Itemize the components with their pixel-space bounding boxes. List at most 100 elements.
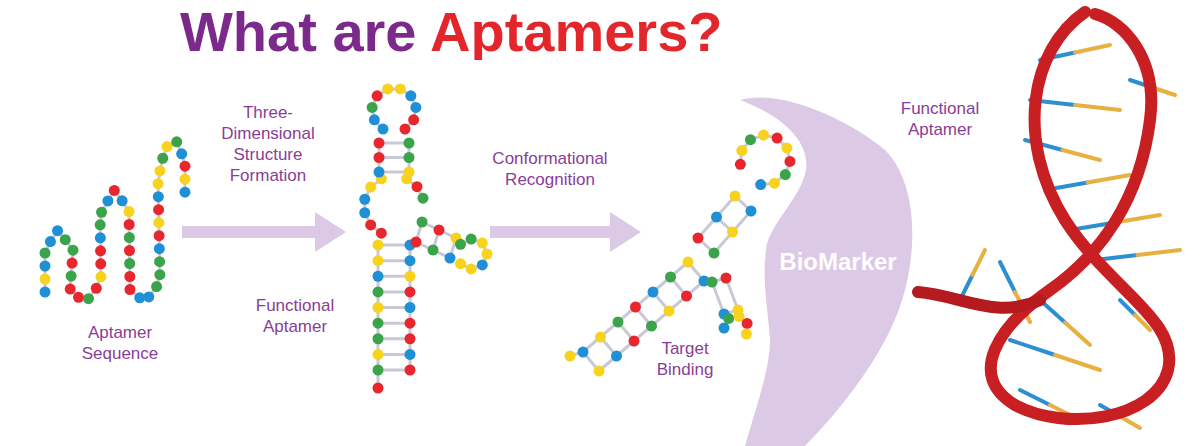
- nucleotide-bead: [95, 232, 106, 243]
- base-stick: [1000, 262, 1015, 292]
- nucleotide-bead: [445, 253, 456, 264]
- nucleotide-bead: [769, 178, 780, 189]
- step-label-box: Aptamer Sequence: [70, 322, 170, 364]
- base-stick: [1088, 175, 1131, 183]
- nucleotide-bead: [408, 114, 419, 125]
- base-stick: [1075, 45, 1110, 53]
- nucleotide-bead: [428, 245, 439, 256]
- nucleotide-bead: [736, 145, 747, 156]
- nucleotide-bead: [157, 153, 168, 164]
- nucleotide-bead: [66, 271, 77, 282]
- nucleotide-bead: [124, 206, 135, 217]
- nucleotide-bead: [95, 258, 106, 269]
- nucleotide-bead: [594, 366, 605, 377]
- nucleotide-bead: [40, 248, 51, 259]
- base-stick: [1010, 340, 1055, 355]
- nucleotide-bead: [40, 261, 51, 272]
- nucleotide-bead: [755, 179, 766, 190]
- nucleotide-bead: [382, 83, 393, 94]
- step-label-box: Functional Aptamer: [245, 295, 345, 337]
- nucleotide-bead: [373, 302, 384, 313]
- nucleotide-bead: [171, 136, 182, 147]
- nucleotide-bead: [154, 165, 165, 176]
- base-stick: [1120, 417, 1140, 429]
- nucleotide-bead: [373, 240, 384, 251]
- nucleotide-bead: [742, 318, 753, 329]
- nucleotide-bead: [730, 191, 741, 202]
- nucleotide-bead: [711, 212, 722, 223]
- nucleotide-bead: [154, 243, 165, 254]
- nucleotide-bead: [359, 194, 370, 205]
- backbone-tube: [991, 12, 1170, 419]
- nucleotide-bead: [65, 284, 76, 295]
- nucleotide-bead: [153, 204, 164, 215]
- nucleotide-bead: [664, 306, 675, 317]
- nucleotide-bead: [772, 133, 783, 144]
- nucleotide-bead: [405, 318, 416, 329]
- nucleotide-bead: [180, 161, 191, 172]
- nucleotide-bead: [373, 255, 384, 266]
- nucleotide-bead: [180, 187, 191, 198]
- nucleotide-bead: [83, 293, 94, 304]
- biomarker-target: BioMarker: [730, 92, 915, 446]
- nucleotide-bead: [466, 263, 477, 274]
- nucleotide-bead: [373, 349, 384, 360]
- diagram-title: What are Aptamers?: [180, 4, 723, 60]
- nucleotide-bead: [646, 321, 657, 332]
- step-label: Aptamer Sequence: [82, 323, 159, 363]
- nucleotide-bead: [365, 219, 376, 230]
- nucleotide-bead: [154, 230, 165, 241]
- step-label: Three-Dimensional Structure Formation: [221, 103, 315, 185]
- nucleotide-bead: [372, 90, 383, 101]
- nucleotide-bead: [781, 142, 792, 153]
- nucleotide-bead: [630, 302, 641, 313]
- step-label: Target Binding: [657, 339, 714, 379]
- nucleotide-bead: [578, 347, 589, 358]
- base-stick: [1075, 105, 1120, 110]
- nucleotide-bead: [455, 239, 466, 250]
- nucleotide-bead: [67, 245, 78, 256]
- nucleotide-bead: [95, 245, 106, 256]
- nucleotide-bead: [780, 169, 791, 180]
- nucleotide-bead: [376, 228, 387, 239]
- nucleotide-bead: [693, 233, 704, 244]
- base-stick: [973, 250, 986, 275]
- nucleotide-bead: [405, 302, 416, 313]
- nucleotide-bead: [124, 232, 135, 243]
- nucleotide-bead: [735, 159, 746, 170]
- step-label-box: Target Binding: [640, 338, 730, 380]
- nucleotide-bead: [143, 291, 154, 302]
- nucleotide-bead: [367, 102, 378, 113]
- nucleotide-bead: [73, 292, 84, 303]
- step-label: Conformational Recognition: [492, 149, 607, 189]
- nucleotide-bead: [67, 258, 78, 269]
- nucleotide-bead: [417, 217, 428, 228]
- nucleotide-bead: [745, 134, 756, 145]
- nucleotide-bead: [117, 195, 128, 206]
- nucleotide-bead: [153, 191, 164, 202]
- step-label: Functional Aptamer: [256, 296, 334, 336]
- base-stick: [1138, 250, 1181, 255]
- step-label-box: Conformational Recognition: [470, 148, 630, 190]
- nucleotide-bead: [565, 351, 576, 362]
- nucleotide-bead: [109, 185, 120, 196]
- nucleotide-bead: [721, 273, 732, 284]
- nucleotide-bead: [405, 286, 416, 297]
- nucleotide-bead: [373, 286, 384, 297]
- step-label-box: Functional Aptamer: [885, 98, 995, 140]
- nucleotide-bead: [60, 234, 71, 245]
- bead-backbone: [45, 89, 790, 388]
- nucleotide-bead: [404, 167, 415, 178]
- nucleotide-bead: [180, 174, 191, 185]
- nucleotide-bead: [373, 333, 384, 344]
- nucleotide-bead: [411, 181, 422, 192]
- nucleotide-bead: [410, 102, 421, 113]
- nucleotide-bead: [648, 287, 659, 298]
- nucleotide-bead: [707, 277, 718, 288]
- nucleotide-bead: [95, 219, 106, 230]
- nucleotide-bead: [411, 237, 422, 248]
- nucleotide-bead: [124, 284, 135, 295]
- nucleotide-bead: [102, 195, 113, 206]
- nucleotide-bead: [611, 351, 622, 362]
- nucleotide-bead: [400, 124, 411, 135]
